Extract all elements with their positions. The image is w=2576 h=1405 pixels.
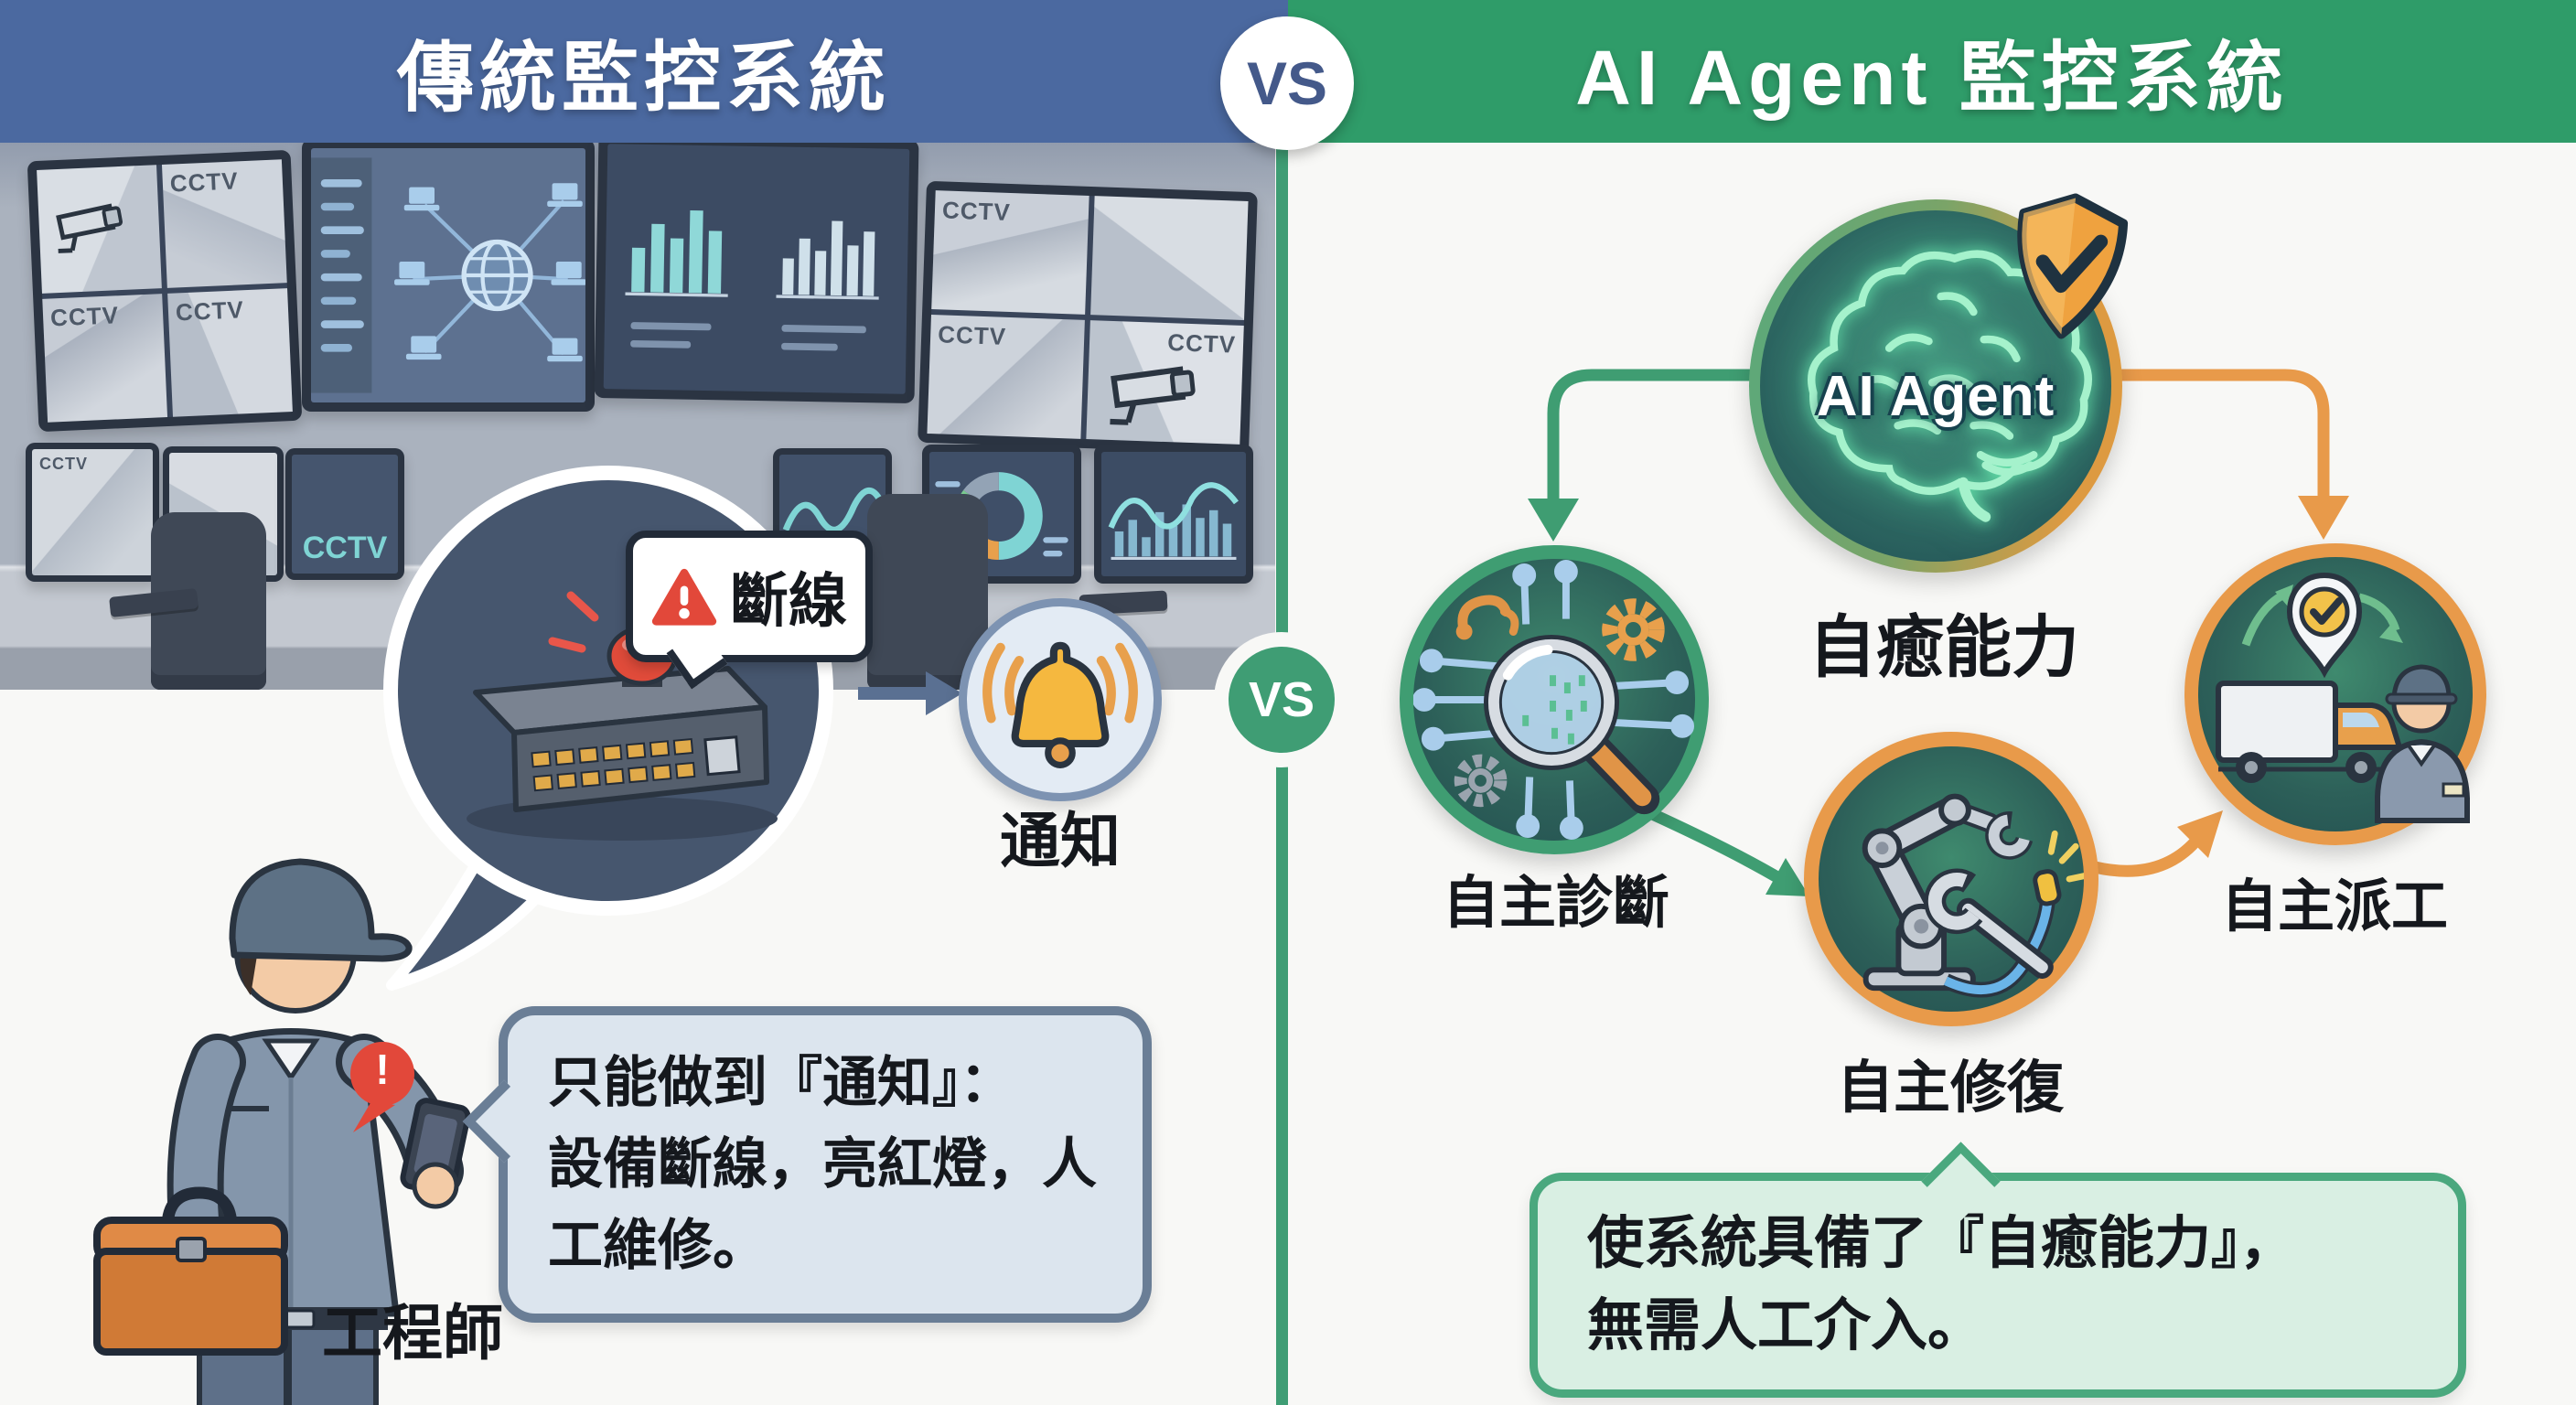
cctv-cell: CCTV [42, 294, 168, 423]
ai-agent-node: AI Agent [1749, 199, 2122, 573]
dispatch-node [2184, 543, 2486, 845]
speech-line-2: 設備斷線，亮紅燈，人 [548, 1132, 1097, 1195]
toolbox-icon [93, 1186, 288, 1356]
monitor-small-cctv: CCTV [26, 443, 159, 582]
control-room-illustration: CCTV CCTV CCTV [0, 143, 1275, 690]
cctv-label: CCTV [937, 320, 1007, 350]
vs-top-text: VS [1246, 49, 1328, 117]
monitor-charts [594, 143, 919, 404]
cctv-camera-icon [1110, 366, 1197, 425]
cctv-label: CCTV [39, 455, 88, 473]
summary-line-1: 使系統具備了『自癒能力』， [1587, 1212, 2297, 1275]
cctv-cell: CCTV [167, 288, 293, 417]
ai-agent-title: AI Agent 監控系統 [1575, 34, 2289, 121]
dispatch-label: 自主派工 [2220, 875, 2448, 938]
brain-icon [1807, 250, 2092, 522]
diagnose-node [1400, 545, 1709, 854]
disconnect-alert-bubble: 斷線 [626, 531, 873, 662]
engineer-label: 工程師 [322, 1299, 503, 1367]
cctv-cell [1090, 196, 1249, 320]
small-wrench-icon [1985, 811, 2034, 860]
engineer-illustration [93, 858, 471, 1405]
speech-line-1: 只能做到『通知』： [548, 1052, 1014, 1113]
repair-node [1804, 732, 2098, 1026]
magnifier-icon [1484, 634, 1660, 815]
gear-icon [1602, 598, 1665, 661]
bar-chart-screen [625, 210, 879, 351]
dispatch-icon [2216, 572, 2470, 823]
cctv-label: CCTV [941, 196, 1012, 226]
healing-label: 自癒能力 [1809, 609, 2079, 685]
vs-mid-text: VS [1248, 672, 1315, 727]
green-arrowhead [1766, 858, 1809, 896]
monitor-quad-right: CCTV CCTV CCTV [918, 180, 1258, 455]
summary-line-2: 無需人工介入。 [1587, 1293, 1985, 1357]
monitor-line-chart [1094, 445, 1253, 584]
cctv-cell: CCTV [1086, 320, 1244, 445]
ai-agent-header: AI Agent 監控系統 [1288, 0, 2576, 143]
divider-line [1276, 143, 1288, 1405]
vs-badge-top: VS [1220, 16, 1354, 150]
vs-badge-middle: VS [1229, 647, 1335, 753]
bell-icon [982, 641, 1138, 768]
limitation-speech-bubble: 只能做到『通知』： 設備斷線，亮紅燈，人 工維修。 [499, 1006, 1152, 1324]
traditional-header: 傳統監控系統 [0, 0, 1288, 143]
cctv-label: CCTV [169, 166, 240, 198]
traditional-title: 傳統監控系統 [396, 34, 891, 121]
exclamation-mark: ! [375, 1046, 390, 1093]
notification-bell-badge [959, 598, 1162, 801]
truck-icon [2216, 681, 2402, 783]
gear-icon [1454, 754, 1508, 808]
line-chart-screen [1108, 482, 1239, 561]
network-diagram-screen [311, 157, 585, 393]
cctv-label: CCTV [175, 295, 245, 327]
big-wrench-icon [1924, 868, 2054, 979]
monitor-quad-left: CCTV CCTV CCTV [27, 149, 303, 433]
cctv-cell: CCTV [927, 315, 1085, 439]
cctv-cell: CCTV [161, 159, 287, 288]
self-healing-summary-bubble: 使系統具備了『自癒能力』， 無需人工介入。 [1530, 1173, 2466, 1398]
cctv-label: CCTV [49, 301, 120, 332]
repair-icon [1862, 793, 2084, 998]
cctv-label: CCTV [302, 531, 388, 565]
shield-check-icon [2017, 193, 2129, 339]
speech-line-3: 工維修。 [548, 1214, 767, 1276]
cctv-cell: CCTV [931, 190, 1089, 315]
warning-triangle-icon [651, 568, 717, 626]
spark-lines [2047, 830, 2084, 883]
notify-arrow-icon [858, 671, 962, 715]
orange-arrowhead [2298, 496, 2349, 540]
green-arrowhead [1528, 499, 1579, 542]
technician-icon [2375, 664, 2470, 823]
disconnect-text: 斷線 [730, 568, 847, 634]
monitor-small-cctv-text: CCTV [285, 448, 404, 580]
cctv-cell [37, 165, 162, 294]
diagnose-label: 自主診斷 [1442, 872, 1669, 935]
monitor-network [302, 143, 595, 412]
diagnose-icon [1413, 559, 1695, 841]
cctv-camera-icon [56, 203, 123, 254]
notify-label: 通知 [1000, 807, 1121, 874]
repair-label: 自主修復 [1836, 1056, 2064, 1120]
ai-agent-label: AI Agent [1816, 365, 2055, 428]
